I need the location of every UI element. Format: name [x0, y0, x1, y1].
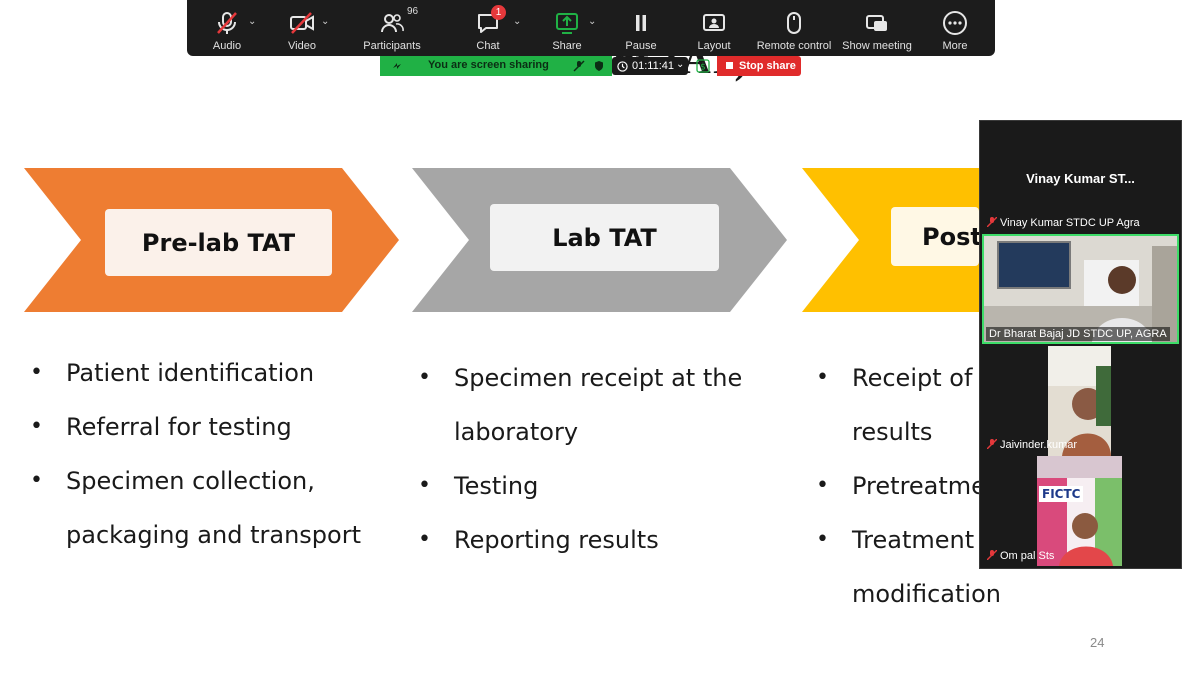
participants-count: 96 [407, 6, 419, 17]
list-item: Referral for testing [26, 400, 406, 454]
participant-name-tag: Om pal Sts [984, 549, 1057, 563]
list-item: modification [852, 580, 1001, 608]
show-meeting-icon [866, 15, 887, 31]
list-item: Pretreatme [812, 459, 1012, 513]
remote-control-button[interactable]: Remote control [755, 0, 833, 56]
sharing-status-text: You are screen sharing [428, 59, 549, 71]
mic-muted-icon [987, 550, 997, 560]
stage-label-lab: Lab TAT [490, 204, 719, 271]
mic-muted-icon[interactable] [573, 60, 585, 72]
video-options-caret[interactable]: ⌄ [321, 16, 330, 27]
mouse-icon [787, 12, 801, 34]
video-off-icon [290, 12, 314, 34]
participant-video-image [1048, 346, 1111, 456]
list-item: Treatment [812, 513, 1012, 567]
post-lab-bullets: Receipt of results Pretreatme Treatment … [812, 351, 1012, 621]
share-options-caret[interactable]: ⌄ [588, 16, 597, 27]
stop-share-label: Stop share [739, 60, 796, 72]
chat-options-caret[interactable]: ⌄ [513, 16, 522, 27]
participant-name-tag: Vinay Kumar STDC UP Agra [984, 216, 1143, 230]
participant-name-tag: Dr Bharat Bajaj JD STDC UP, AGRA [986, 327, 1170, 341]
more-icon [943, 11, 967, 35]
participant-name-tag: Jaivinder.kumar [984, 438, 1080, 452]
mic-muted-icon [987, 439, 997, 449]
meeting-timer-value: 01:11:41 [632, 60, 675, 72]
meeting-timer[interactable]: 01:11:41 ⌄ [612, 57, 688, 75]
pause-share-button[interactable]: Pause [621, 0, 661, 56]
list-item: Testing [414, 459, 794, 513]
sharing-status-strip: You are screen sharing [380, 56, 612, 76]
list-item: Patient identification [26, 346, 406, 400]
sharing-indicator-icon [393, 63, 401, 69]
banner-logo-text: FICTC [1039, 486, 1084, 502]
participants-icon [381, 14, 404, 33]
list-item: Specimen collection, [26, 454, 406, 508]
stage-label-pre-lab: Pre-lab TAT [105, 209, 332, 276]
chevron-down-icon: ⌄ [676, 59, 685, 70]
show-meeting-button[interactable]: Show meeting [842, 0, 912, 56]
mic-muted-icon [987, 217, 997, 227]
audio-button[interactable]: Audio [204, 0, 250, 56]
participant-video-tile[interactable] [1048, 346, 1111, 456]
more-button[interactable]: More [935, 0, 975, 56]
meeting-toolbar: Audio ⌄ Video ⌄ Participants 96 Chat 1 ⌄ [187, 0, 995, 56]
video-button[interactable]: Video [279, 0, 325, 56]
audio-options-caret[interactable]: ⌄ [248, 16, 257, 27]
participant-video-image [1037, 456, 1122, 566]
stage-label-post-lab: Post- [891, 207, 979, 266]
participant-video-tile[interactable]: Dr Bharat Bajaj JD STDC UP, AGRA [982, 234, 1179, 344]
layout-button[interactable]: Layout [692, 0, 736, 56]
stop-icon [726, 62, 733, 69]
video-participants-panel: Vinay Kumar ST... Vinay Kumar STDC UP Ag… [979, 120, 1182, 569]
list-item: Reporting results [414, 513, 794, 567]
participant-video-tile[interactable]: FICTC [1037, 456, 1122, 566]
chat-unread-badge: 1 [491, 5, 506, 20]
active-speaker-name: Vinay Kumar ST... [1026, 171, 1135, 186]
stop-share-button[interactable]: Stop share [717, 56, 801, 76]
pause-icon [636, 15, 646, 31]
list-item: packaging and transport [66, 521, 361, 549]
security-shield-icon[interactable] [593, 60, 605, 72]
share-button[interactable]: Share [546, 0, 588, 56]
dollar-icon[interactable]: $ [696, 59, 710, 73]
clock-icon [617, 60, 628, 72]
pre-lab-bullets: Patient identification Referral for test… [26, 346, 406, 562]
slide-page-number: 24 [1090, 635, 1105, 650]
lab-bullets: Specimen receipt at the laboratory Testi… [414, 351, 794, 567]
list-item: laboratory [454, 418, 579, 446]
share-screen-icon [556, 13, 578, 34]
mic-muted-icon [217, 12, 237, 34]
list-item: results [852, 418, 933, 446]
screen-sharing-bar: You are screen sharing 01:11:41 ⌄ $ Stop… [380, 56, 801, 76]
participants-button[interactable]: Participants [357, 0, 427, 56]
list-item: Specimen receipt at the [414, 351, 794, 405]
layout-icon [703, 14, 725, 31]
svg-text:$: $ [700, 63, 706, 73]
list-item: Receipt of [812, 351, 1012, 405]
